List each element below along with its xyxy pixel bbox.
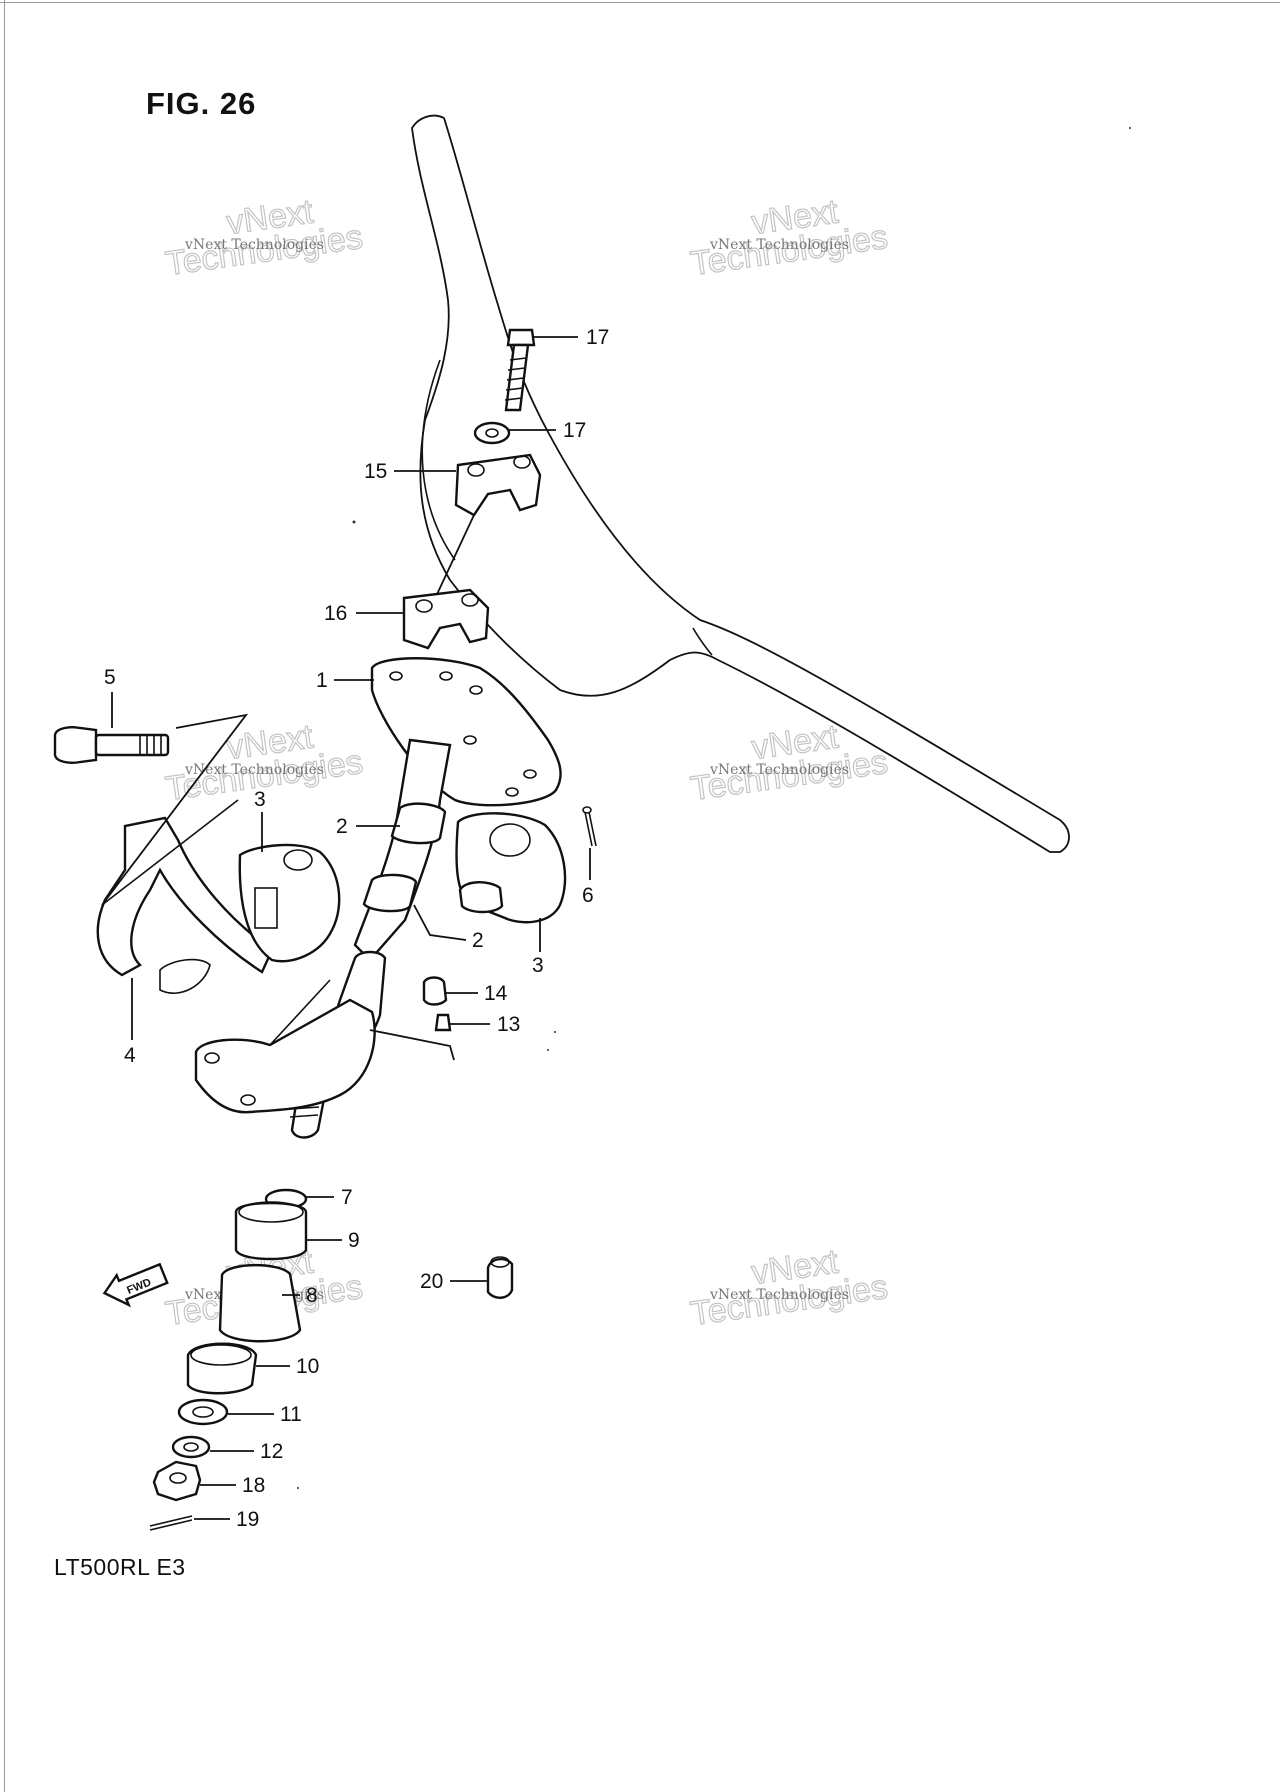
callout-label: 2 <box>336 815 348 838</box>
watermark-6: Technologies vNext vNext Technologies <box>688 1242 891 1334</box>
callout-label: 19 <box>236 1508 259 1531</box>
washer-11 <box>177 1398 229 1426</box>
callout-19: 17 <box>532 326 609 349</box>
cap-20 <box>486 1256 514 1299</box>
callout-14: 19 <box>194 1508 259 1531</box>
callout-4: 4 <box>124 978 136 1067</box>
callout-label: 6 <box>582 884 594 907</box>
callout-8: 8 <box>282 1284 318 1307</box>
upper-clamp-17 <box>454 453 542 517</box>
watermark-small-text: vNext Technologies <box>709 762 849 778</box>
watermark-small-text: vNext Technologies <box>709 237 849 253</box>
bolt-5 <box>53 713 249 906</box>
fwd-arrow-icon: FWD <box>102 1262 169 1308</box>
dust-seal-9 <box>234 1201 308 1261</box>
clamp-guide-line <box>431 514 475 606</box>
callout-label: 18 <box>242 1474 265 1497</box>
callout-label: 12 <box>260 1440 283 1463</box>
callout-label: 3 <box>532 954 544 977</box>
holder-plate-1 <box>370 657 562 807</box>
clamp-3-right <box>455 812 567 924</box>
callout-9: 9 <box>306 1229 360 1252</box>
callout-10: 10 <box>256 1355 319 1378</box>
callout-12: 12 <box>210 1440 283 1463</box>
callout-label: 5 <box>104 666 116 689</box>
bearing-8 <box>218 1263 302 1343</box>
watermark-1: Technologies vNext vNext Technologies <box>163 192 366 284</box>
washer-18 <box>473 421 511 445</box>
callout-label: 7 <box>341 1186 353 1209</box>
callout-label: 20 <box>420 1270 443 1293</box>
watermark-small-text: vNext Technologies <box>184 237 324 253</box>
cable-guide-bracket-4 <box>96 799 274 994</box>
watermark-small-text: vNext Technologies <box>184 762 324 778</box>
figure-title: FIG. 26 <box>146 86 257 121</box>
callout-6: 6 <box>582 848 594 907</box>
callout-17a: 15 <box>364 460 456 483</box>
handlebar-bolt <box>504 328 536 412</box>
callout-label: 3 <box>254 788 266 811</box>
nipple-guide-line <box>369 1029 455 1061</box>
watermark-small-text: vNext Technologies <box>709 1287 849 1303</box>
callout-label: 17 <box>586 326 609 349</box>
callout-label: 10 <box>296 1355 319 1378</box>
nut-13 <box>152 1460 202 1502</box>
callout-16: 14 <box>446 982 508 1005</box>
scan-specks <box>297 127 1131 1489</box>
callout-13: 18 <box>200 1474 265 1497</box>
watermark-2: Technologies vNext vNext Technologies <box>688 192 891 284</box>
callout-17b: 16 <box>324 602 404 625</box>
lower-bracket <box>194 979 376 1114</box>
clamp-3-left <box>238 843 341 963</box>
callout-label: 13 <box>497 1013 520 1036</box>
callout-7: 7 <box>306 1186 353 1209</box>
callout-label: 15 <box>364 460 387 483</box>
callout-2b: 2 <box>413 904 484 952</box>
cotter-pin-14 <box>149 1515 193 1531</box>
callout-label: 16 <box>324 602 347 625</box>
model-code: LT500RL E3 <box>54 1554 186 1580</box>
callout-3b: 3 <box>532 918 544 977</box>
scan-border-top <box>0 2 1280 3</box>
cotter-pin-6 <box>582 806 597 847</box>
washer-12 <box>171 1435 211 1459</box>
callout-15: 13 <box>450 1013 520 1036</box>
callout-label: 9 <box>348 1229 360 1252</box>
cap-16 <box>422 976 448 1006</box>
callout-label: 4 <box>124 1044 136 1067</box>
callout-11: 11 <box>228 1403 302 1426</box>
callout-20: 20 <box>420 1270 488 1293</box>
watermark-4: Technologies vNext vNext Technologies <box>688 717 891 809</box>
callout-label: 1 <box>316 669 328 692</box>
callout-label: 8 <box>306 1284 318 1307</box>
bearing-race-10 <box>186 1342 258 1395</box>
callout-1: 1 <box>316 669 374 692</box>
callout-2a: 2 <box>336 815 400 838</box>
scan-border-left <box>4 0 5 1792</box>
callout-label: 2 <box>472 929 484 952</box>
callout-18: 17 <box>508 419 586 442</box>
callout-5: 5 <box>104 666 116 728</box>
callout-label: 11 <box>280 1403 302 1426</box>
callout-label: 14 <box>484 982 508 1005</box>
grease-nipple-15 <box>434 1013 452 1032</box>
callout-3a: 3 <box>254 788 266 852</box>
lower-clamp-17 <box>402 588 490 650</box>
callout-label: 17 <box>563 419 586 442</box>
